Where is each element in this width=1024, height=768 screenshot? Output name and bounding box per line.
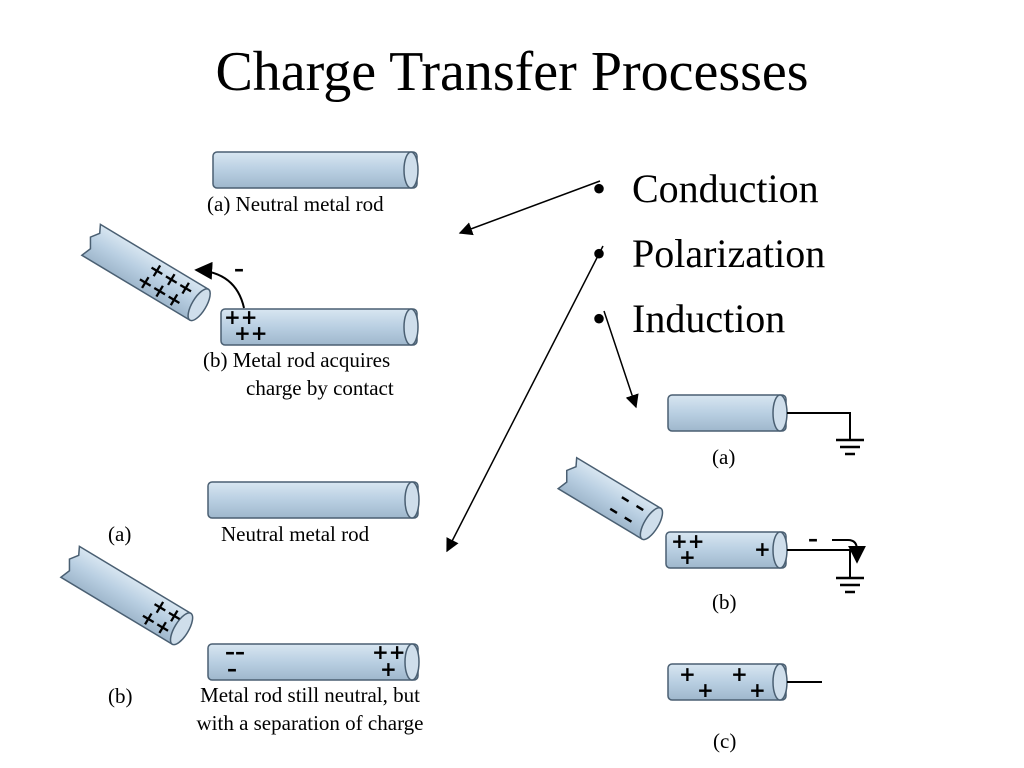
bullet-label: Conduction [632,166,819,211]
conduction-charged-rod: +++ +++ [80,223,211,322]
charge-signs: + [679,662,696,686]
induction-setup-c: + + + + [667,662,822,702]
conduction-label-b-line1: (b) Metal rod acquires [203,348,391,372]
charge-signs: ++ [224,305,258,329]
pointer-arrow-conduction [458,180,601,236]
induction-label-b: (b) [712,590,737,614]
pointer-arrow-polarization [446,245,604,553]
polarization-label-b-line2: with a separation of charge [196,711,424,735]
charge-signs: ++ [671,529,705,553]
charge-signs: + [749,678,766,702]
bullet-induction: •Induction [592,296,786,341]
charge-signs: ++ [372,640,406,664]
slide-title: Charge Transfer Processes [215,41,809,103]
charge-signs: – [227,657,237,681]
polarization-rod-b: –– – ++ + [207,640,420,681]
charge-signs: ++ [234,321,268,345]
charge-signs: + [679,545,696,569]
polarization-label-b-letter: (b) [108,684,133,708]
charge-signs: + [731,662,748,686]
bullet-label: Induction [632,296,786,341]
polarization-label-b-line1: Metal rod still neutral, but [200,683,420,707]
polarization-charged-rod: ++ ++ [59,545,194,646]
conduction-rod-b: ++ ++ [220,305,419,346]
induction-label-c: (c) [713,729,737,753]
bullet-conduction: •Conduction [592,166,819,211]
pointer-arrow-induction [603,310,639,409]
ground-wire [787,412,851,440]
electron-flow-arrow [194,261,245,309]
bullet-list: •Conduction •Polarization •Induction [592,156,825,351]
charge-signs: – [234,257,244,281]
induction-charged-rod: – – – – [556,456,664,541]
ground-wire [787,549,851,578]
charge-signs: –– [225,640,245,664]
conduction-label-a: (a) Neutral metal rod [207,192,384,216]
induction-setup-a [667,394,864,456]
conduction-rod-a [212,151,419,189]
induction-label-a: (a) [712,445,736,469]
charge-signs: + [380,657,397,681]
charge-signs: + [697,678,714,702]
polarization-label-a-text: Neutral metal rod [221,522,370,546]
charge-signs: – [808,527,818,551]
polarization-label-a-letter: (a) [108,522,132,546]
bullet-polarization: •Polarization [592,221,825,286]
charge-signs: + [754,537,771,561]
polarization-rod-a [207,481,420,519]
bullet-label: Polarization [632,231,826,276]
conduction-label-b-line2: charge by contact [246,376,394,400]
ground-icon [836,438,864,456]
ground-icon [836,576,864,594]
electron-flow-arrow [832,539,866,564]
induction-setup-b: ++ + + – [665,527,866,594]
